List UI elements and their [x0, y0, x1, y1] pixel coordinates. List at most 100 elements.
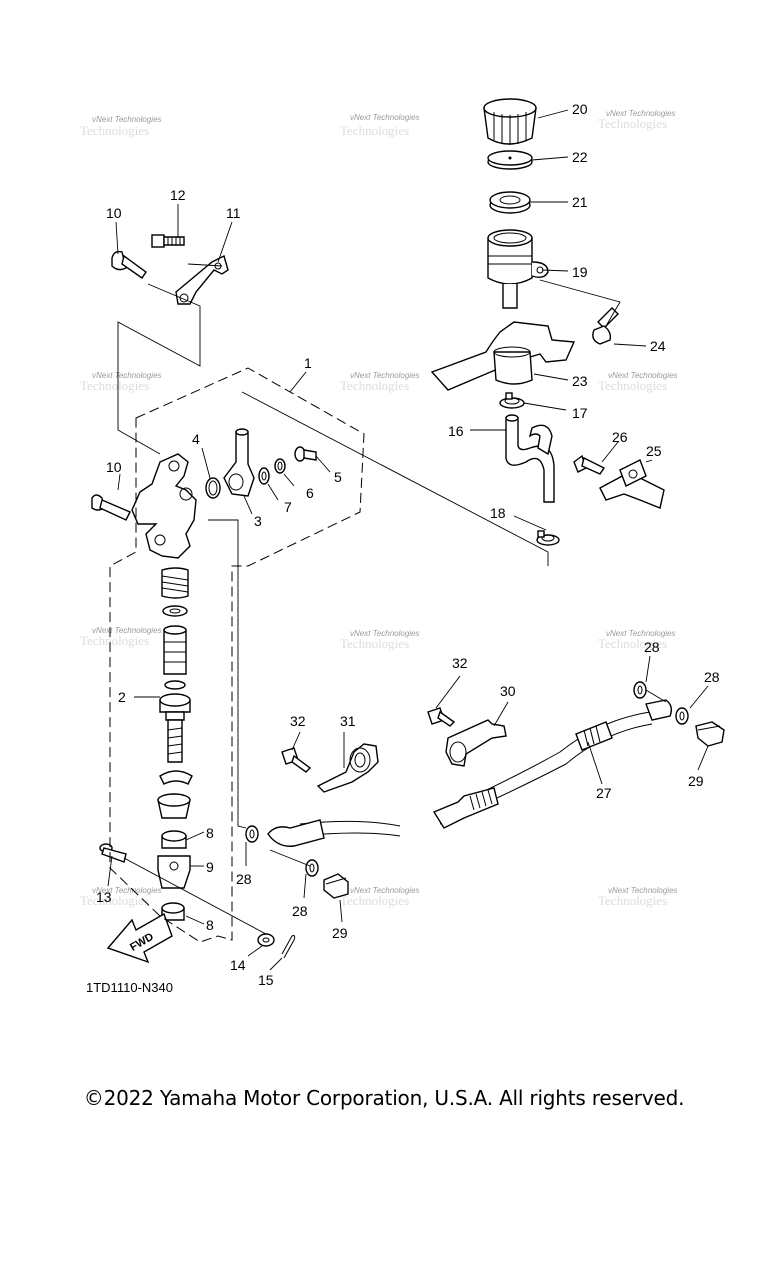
hose-guide-25: [599, 459, 665, 509]
hose-clamp-17: [499, 392, 525, 409]
bolt-26: [573, 454, 606, 475]
callout-27: 27: [596, 785, 612, 801]
fwd-arrow: FWD: [106, 912, 173, 964]
copyright-notice: ©2022 Yamaha Motor Corporation, U.S.A. A…: [83, 1086, 685, 1110]
svg-text:Technologies: Technologies: [340, 378, 409, 393]
callout-4: 4: [192, 431, 200, 447]
washer-14: [257, 933, 275, 947]
leader-lines: [107, 109, 709, 971]
callout-15: 15: [258, 972, 274, 988]
svg-text:vNext Technologies: vNext Technologies: [350, 886, 420, 895]
callout-labels: 20 22 21 19 24 23 17 16 26 25 18 12 10 1…: [96, 101, 720, 988]
callout-2: 2: [118, 689, 126, 705]
bolt-10-lower: [91, 494, 131, 521]
svg-text:Technologies: Technologies: [80, 633, 149, 648]
callout-17: 17: [572, 405, 588, 421]
callout-28-right: 28: [704, 669, 720, 685]
svg-text:vNext Technologies: vNext Technologies: [606, 629, 676, 638]
bolt-24: [592, 307, 619, 345]
callout-32-left: 32: [290, 713, 306, 729]
callout-21: 21: [572, 194, 588, 210]
svg-text:Technologies: Technologies: [80, 123, 149, 138]
clevis-9: [157, 855, 191, 889]
svg-text:vNext Technologies: vNext Technologies: [92, 886, 162, 895]
svg-text:vNext Technologies: vNext Technologies: [350, 629, 420, 638]
callout-10-upper: 10: [106, 205, 122, 221]
union-bolt-29-a: [323, 873, 349, 899]
svg-text:Technologies: Technologies: [598, 636, 667, 651]
assembly-outline-1: [109, 367, 365, 943]
callout-9: 9: [206, 859, 214, 875]
callout-30: 30: [500, 683, 516, 699]
callout-26: 26: [612, 429, 628, 445]
callout-19: 19: [572, 264, 588, 280]
callout-7: 7: [284, 499, 292, 515]
reservoir-plate: [487, 150, 533, 170]
callout-28-top: 28: [644, 639, 660, 655]
callout-23: 23: [572, 373, 588, 389]
svg-text:Technologies: Technologies: [598, 116, 667, 131]
svg-text:vNext Technologies: vNext Technologies: [608, 371, 678, 380]
callout-29-right: 29: [688, 773, 704, 789]
circlip-6: [274, 458, 286, 474]
callout-1: 1: [304, 355, 312, 371]
nut-8-lower: [161, 902, 185, 921]
hose-holder-31: [316, 743, 379, 793]
pin-13: [99, 843, 127, 863]
reservoir-bracket: [430, 321, 576, 391]
washer-28-d: [675, 707, 689, 725]
brake-hose-27: [267, 699, 673, 847]
svg-text:vNext Technologies: vNext Technologies: [350, 371, 420, 380]
svg-text:Technologies: Technologies: [598, 378, 667, 393]
callout-32-right: 32: [452, 655, 468, 671]
diagram-code: 1TD1110-N340: [86, 980, 173, 995]
callout-8-upper: 8: [206, 825, 214, 841]
callout-22: 22: [572, 149, 588, 165]
callout-12: 12: [170, 187, 186, 203]
svg-text:vNext Technologies: vNext Technologies: [92, 115, 162, 124]
bolt-32-b: [281, 747, 312, 773]
callout-14: 14: [230, 957, 246, 973]
callout-13: 13: [96, 889, 112, 905]
svg-text:vNext Technologies: vNext Technologies: [92, 371, 162, 380]
svg-text:Technologies: Technologies: [80, 893, 149, 908]
callout-18: 18: [490, 505, 506, 521]
callout-31: 31: [340, 713, 356, 729]
hose-holder-30: [445, 719, 507, 767]
screw-5: [294, 446, 317, 462]
callout-20: 20: [572, 101, 588, 117]
callout-8-lower: 8: [206, 917, 214, 933]
callout-16: 16: [448, 423, 464, 439]
hose-joint-3: [223, 428, 255, 497]
svg-text:vNext Technologies: vNext Technologies: [608, 886, 678, 895]
svg-text:vNext Technologies: vNext Technologies: [350, 113, 420, 122]
master-cylinder-body: [131, 453, 197, 559]
svg-text:Technologies: Technologies: [340, 893, 409, 908]
o-ring-4: [205, 477, 221, 499]
callout-28-left: 28: [236, 871, 252, 887]
cotter-pin-15: [281, 935, 296, 959]
washer-28-b: [305, 859, 319, 877]
bolt-32-a: [427, 707, 456, 727]
svg-text:Technologies: Technologies: [80, 378, 149, 393]
bolt-10-upper: [111, 250, 147, 279]
svg-text:vNext Technologies: vNext Technologies: [606, 109, 676, 118]
callout-24: 24: [650, 338, 666, 354]
callout-11: 11: [226, 205, 241, 221]
callout-3: 3: [254, 513, 262, 529]
hose-clamp-18: [536, 530, 560, 546]
svg-text:Technologies: Technologies: [340, 123, 409, 138]
union-bolt-29-b: [695, 721, 725, 747]
callout-28-mid: 28: [292, 903, 308, 919]
